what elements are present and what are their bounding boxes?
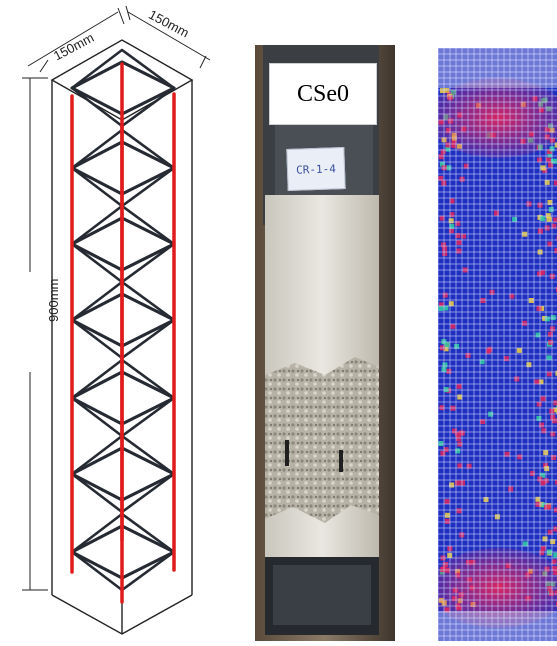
dimension-label-height: 900mm: [46, 279, 61, 322]
specimen-label: CSe0: [269, 63, 377, 125]
fe-contour-svg: [438, 48, 557, 641]
longitudinal-rebars: [70, 62, 176, 604]
top-dimension-lines: [27, 5, 211, 73]
fe-mesh-grid: [438, 48, 557, 641]
specimen-photo: CSe0 CR-1-4: [255, 45, 395, 641]
specimen-tag: CR-1-4: [286, 147, 346, 191]
fe-simulation-contour: [438, 48, 557, 641]
height-dimension-lines: [22, 77, 48, 591]
reinforcement-cage-drawing: 150mm 150mm 900mm: [0, 0, 245, 641]
cage-drawing-svg: 150mm 150mm 900mm: [22, 5, 211, 635]
stirrup-diagonal: [71, 48, 176, 128]
crushed-zone: [265, 357, 379, 523]
specimen-photo-svg: [255, 45, 395, 641]
